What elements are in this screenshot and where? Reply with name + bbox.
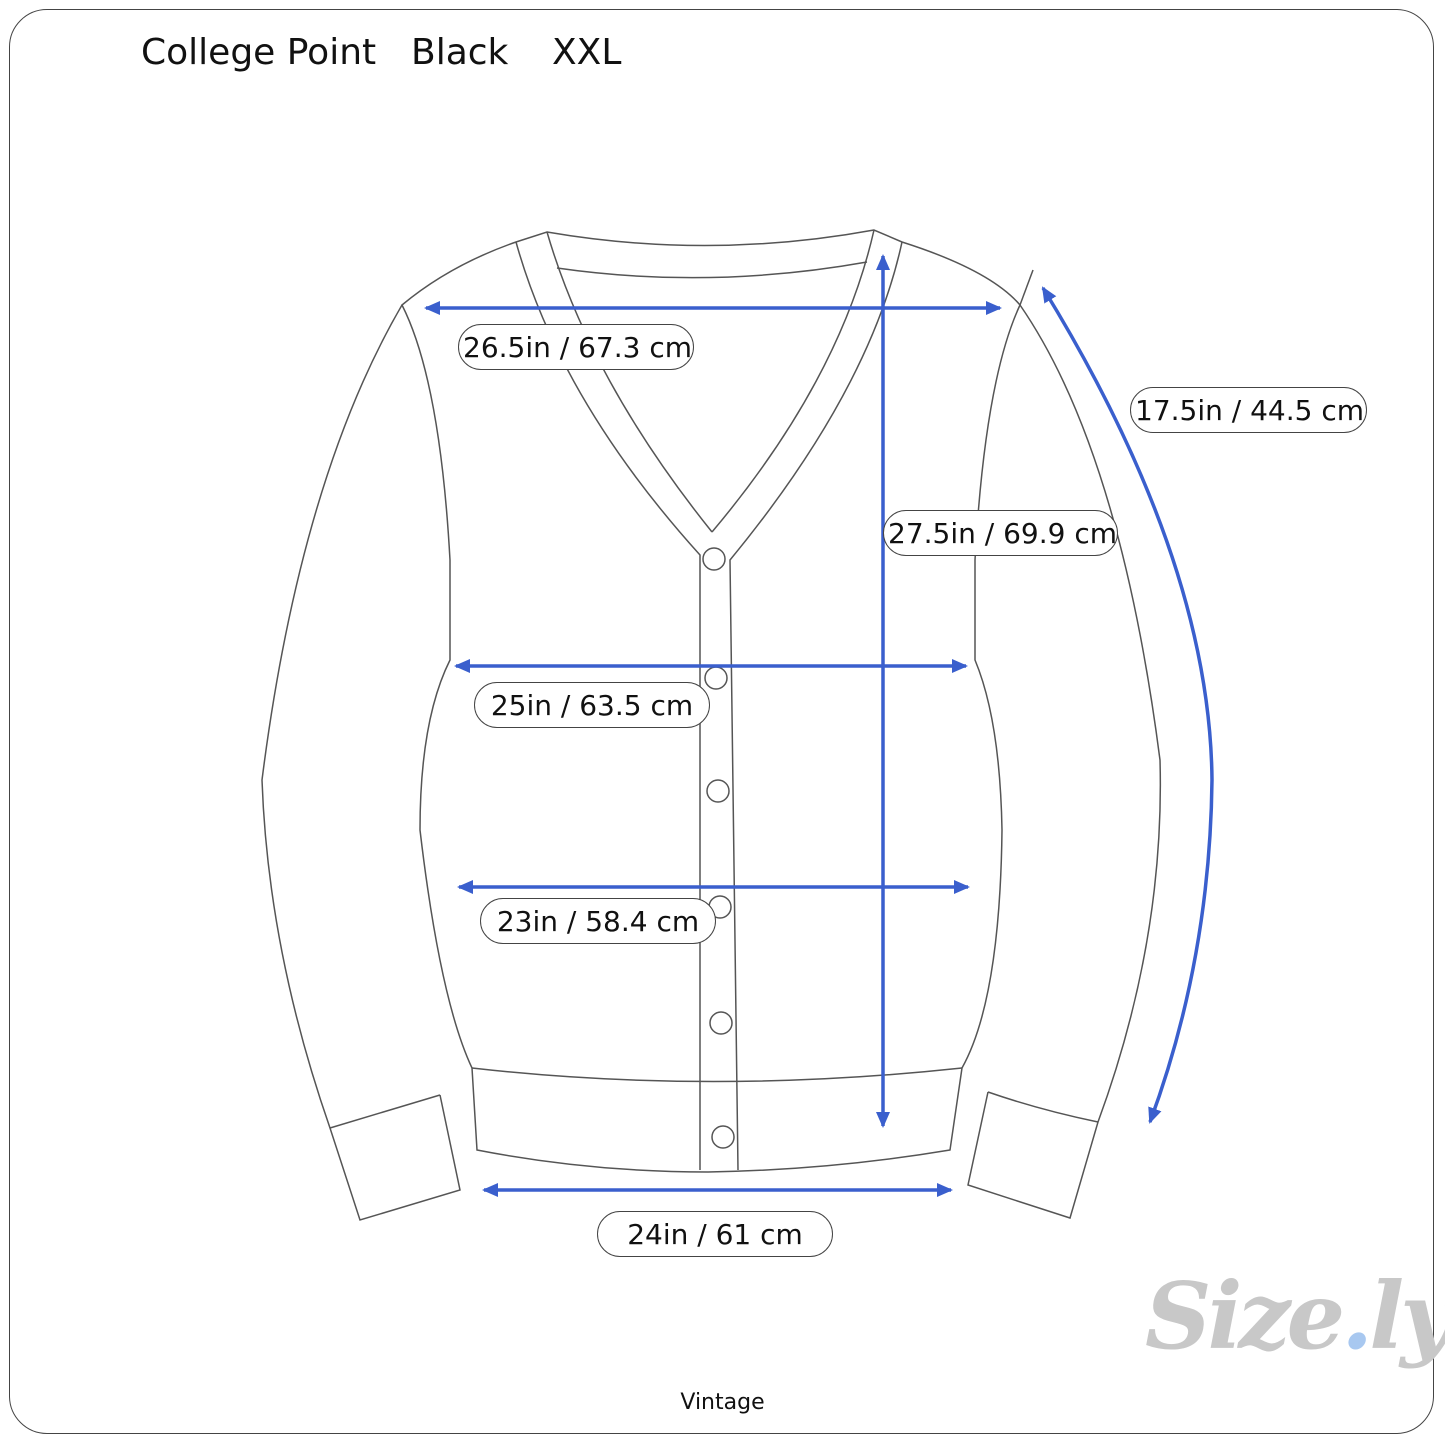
frame (9, 9, 1434, 1434)
hem-measurement: 24in / 61 cm (597, 1211, 833, 1257)
measurement-arrows (424, 254, 1214, 1197)
chest-measurement: 26.5in / 67.3 cm (458, 324, 694, 370)
waist-measurement: 25in / 63.5 cm (474, 682, 710, 728)
sleeve-arrow (1041, 286, 1214, 1124)
hip-measurement: 23in / 58.4 cm (480, 898, 716, 944)
garment-outline (261, 229, 1162, 1221)
size-name: XXL (552, 32, 622, 73)
category-label: Vintage (680, 1390, 765, 1415)
length-measurement: 27.5in / 69.9 cm (883, 510, 1118, 556)
sizely-logo: Size.ly (1145, 1262, 1445, 1370)
sleeve-measurement: 17.5in / 44.5 cm (1130, 387, 1367, 433)
color-name: Black (411, 32, 509, 73)
brand-name: College Point (141, 32, 377, 73)
